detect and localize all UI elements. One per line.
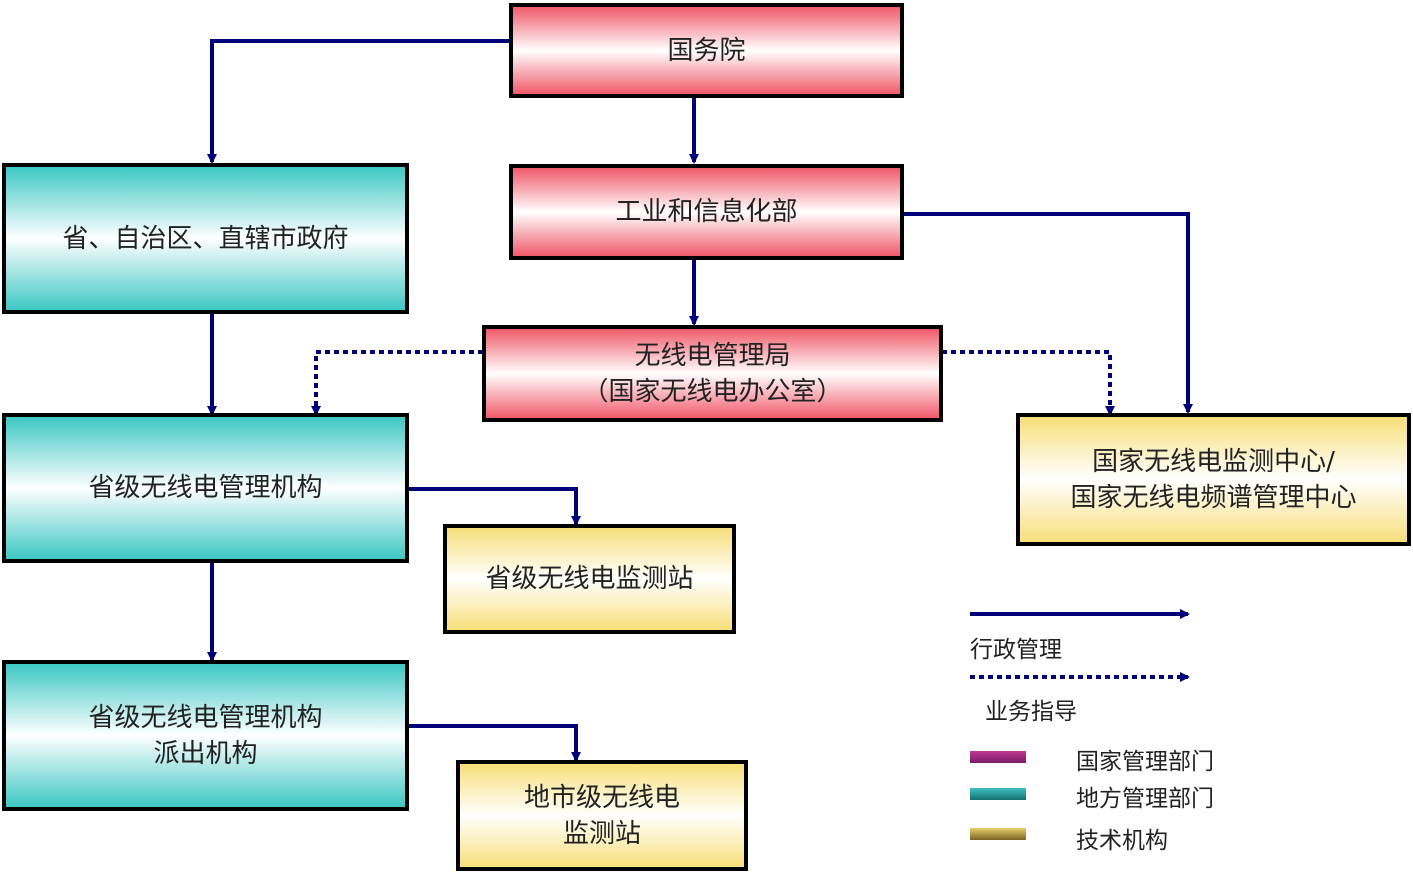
box-provincial-gov: 省、自治区、直辖市政府 [2,163,409,314]
legend-admin-label: 行政管理 [970,637,1062,663]
provincial-dispatched-label-1: 省级无线电管理机构 [88,702,323,733]
arrow-state-to-provincial-gov [207,39,510,164]
radio-bureau-label-1: 无线电管理局 [634,340,791,371]
dotted-bureau-to-national-center [942,350,1115,416]
city-monitoring-label-1: 地市级无线电 [523,782,680,813]
national-center-label-1: 国家无线电监测中心/ [1092,446,1335,477]
provincial-dispatched-label-2: 派出机构 [153,738,258,769]
legend-tech-swatch [970,828,1026,840]
arrow-miit-to-national-center [903,212,1193,414]
provincial-monitoring-label: 省级无线电监测站 [485,564,694,594]
provincial-gov-label: 省、自治区、直辖市政府 [62,223,349,254]
box-city-monitoring: 地市级无线电 监测站 [456,760,748,871]
arrow-dispatched-to-city [408,724,581,762]
provincial-radio-label: 省级无线电管理机构 [88,473,323,503]
city-monitoring-label-2: 监测站 [562,818,641,849]
box-state-council: 国务院 [509,3,904,98]
box-radio-bureau: 无线电管理局 （国家无线电办公室） [482,325,943,422]
radio-bureau-label-2: （国家无线电办公室） [582,376,843,407]
box-miit: 工业和信息化部 [509,164,904,260]
box-provincial-radio: 省级无线电管理机构 [2,413,409,563]
legend-business-label: 业务指导 [985,699,1077,725]
box-national-center: 国家无线电监测中心/ 国家无线电频谱管理中心 [1016,413,1411,546]
dotted-bureau-to-provincial-radio [311,350,483,416]
legend-tech-label: 技术机构 [1076,828,1168,854]
miit-label: 工业和信息化部 [615,197,798,227]
box-provincial-monitoring: 省级无线电监测站 [443,524,736,634]
legend-national-label: 国家管理部门 [1076,749,1214,775]
legend-local-label: 地方管理部门 [1076,786,1214,812]
arrow-radio-to-monitoring [408,487,581,526]
state-council-label: 国务院 [667,35,746,66]
box-provincial-dispatched: 省级无线电管理机构 派出机构 [2,660,409,811]
national-center-label-2: 国家无线电频谱管理中心 [1070,482,1357,513]
legend-national-swatch [970,751,1026,763]
legend-local-swatch [970,788,1026,800]
